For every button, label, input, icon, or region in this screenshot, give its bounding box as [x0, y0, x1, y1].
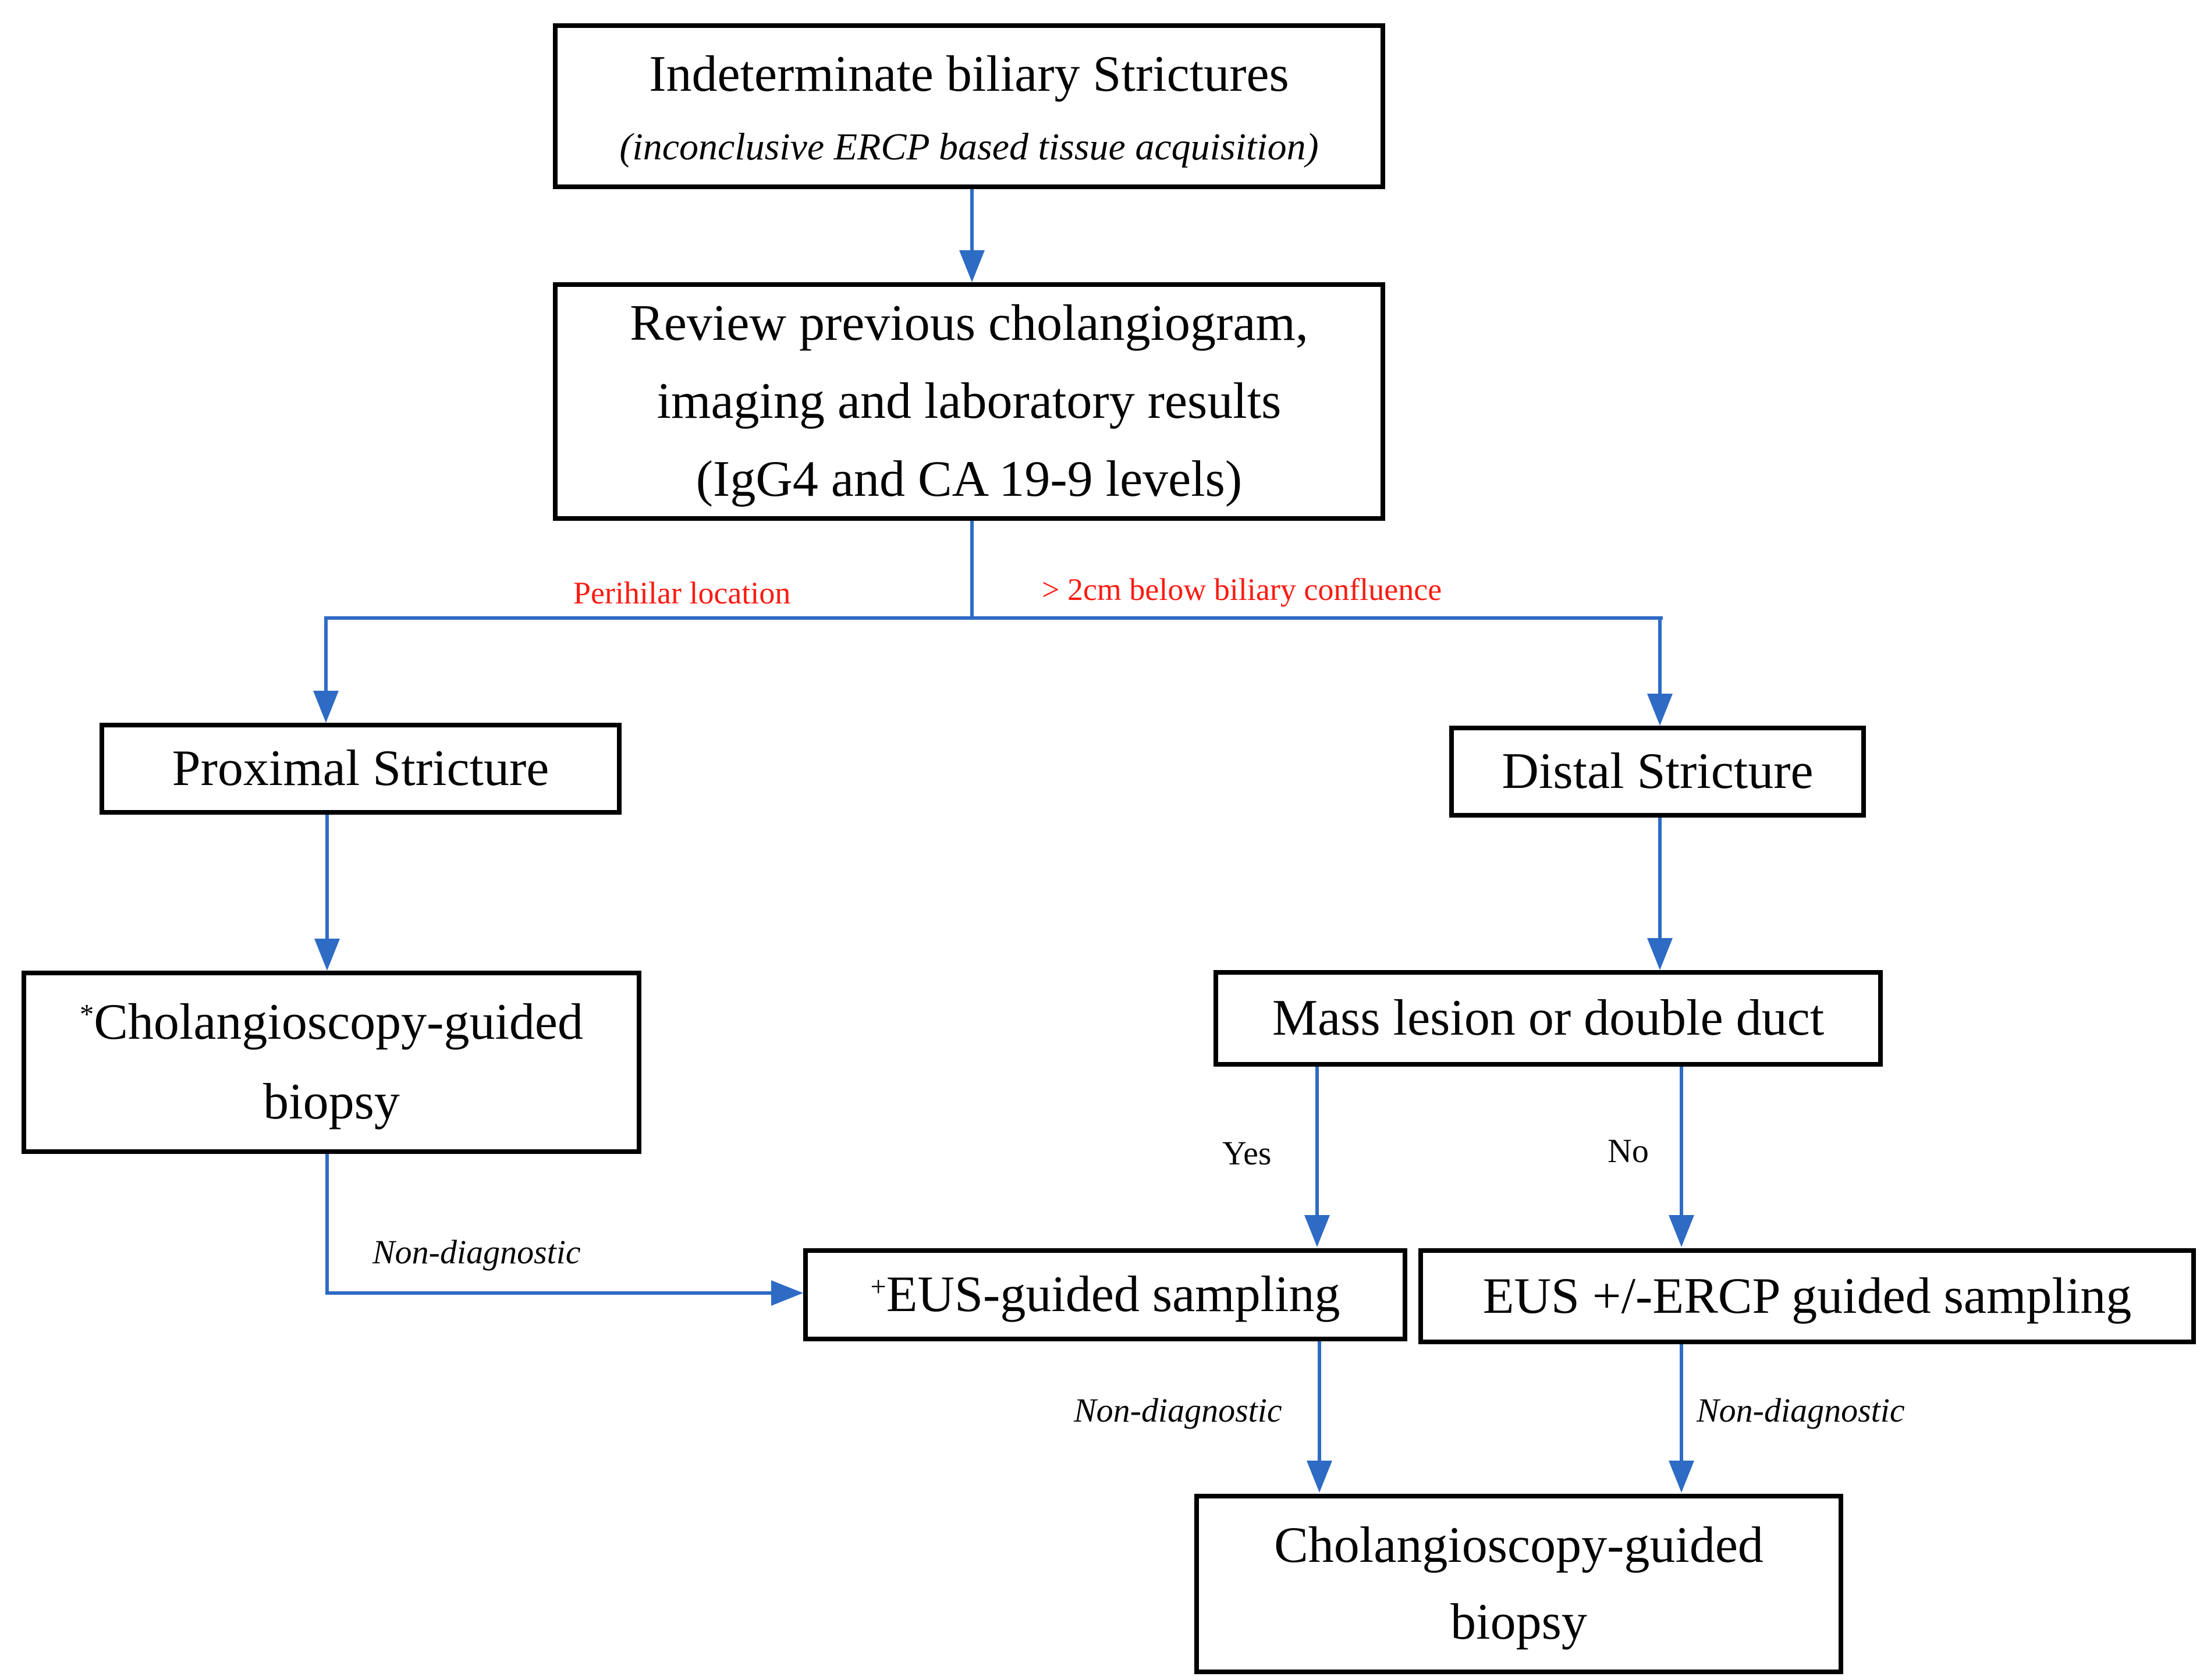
edge-biopsy-elbow-vertical — [325, 1154, 329, 1295]
biopsy-left-line1: *Cholangioscopy-guided — [80, 994, 583, 1051]
arrowhead-down-icon — [1647, 694, 1673, 726]
node-review-previous-results: Review previous cholangiogram, imaging a… — [553, 282, 1385, 521]
edge-mass-yes — [1315, 1067, 1319, 1215]
edge-ercp-to-bottom-biopsy — [1680, 1344, 1683, 1462]
arrowhead-down-icon — [1307, 1461, 1332, 1493]
node-title: Indeterminate biliary Strictures — [649, 45, 1289, 102]
review-line3: (IgG4 and CA 19-9 levels) — [696, 450, 1243, 507]
edge-indeterminate-to-review — [970, 189, 974, 252]
edge-label-no: No — [1608, 1132, 1649, 1170]
proximal-label: Proximal Stricture — [172, 740, 549, 797]
node-mass-lesion-or-double-duct: Mass lesion or double duct — [1213, 970, 1883, 1067]
edge-label-yes: Yes — [1222, 1134, 1272, 1172]
edge-branch-to-distal — [1658, 616, 1662, 695]
asterisk-superscript: * — [80, 999, 94, 1030]
biopsy-bottom-line1: Cholangioscopy-guided — [1274, 1517, 1763, 1574]
plus-superscript: + — [870, 1271, 886, 1302]
node-cholangioscopy-guided-biopsy-left: *Cholangioscopy-guided biopsy — [22, 971, 641, 1154]
biopsy-left-line2: biopsy — [263, 1073, 400, 1130]
edge-distal-to-mass — [1658, 818, 1662, 941]
edge-eus-to-bottom-biopsy — [1318, 1341, 1321, 1462]
edge-label-non-diagnostic-left: Non-diagnostic — [372, 1233, 581, 1271]
node-indeterminate-biliary-strictures: Indeterminate biliary Strictures (inconc… — [553, 23, 1385, 189]
review-line1: Review previous cholangiogram, — [630, 295, 1308, 352]
arrowhead-down-icon — [959, 250, 985, 282]
mass-lesion-label: Mass lesion or double duct — [1272, 990, 1825, 1047]
arrowhead-right-icon — [771, 1280, 803, 1306]
edge-mass-no — [1680, 1067, 1683, 1215]
edge-biopsy-elbow-horizontal — [325, 1291, 773, 1295]
edge-proximal-to-biopsy — [325, 815, 329, 940]
arrowhead-down-icon — [1647, 938, 1673, 970]
branch-label-below-confluence: > 2cm below biliary confluence — [1042, 572, 1442, 607]
arrowhead-down-icon — [1669, 1215, 1694, 1247]
node-subtitle: (inconclusive ERCP based tissue acquisit… — [619, 126, 1319, 169]
eus-label-wrap: +EUS-guided sampling — [870, 1266, 1340, 1323]
review-line2: imaging and laboratory results — [657, 373, 1282, 430]
node-proximal-stricture: Proximal Stricture — [100, 723, 622, 815]
edge-branch-to-proximal — [324, 616, 328, 692]
arrowhead-down-icon — [314, 939, 340, 971]
node-distal-stricture: Distal Stricture — [1449, 726, 1866, 818]
node-eus-guided-sampling: +EUS-guided sampling — [803, 1248, 1407, 1341]
distal-label: Distal Stricture — [1502, 743, 1814, 800]
arrowhead-down-icon — [1304, 1215, 1330, 1247]
eus-ercp-label: EUS +/-ERCP guided sampling — [1482, 1267, 2132, 1324]
node-eus-ercp-guided-sampling: EUS +/-ERCP guided sampling — [1418, 1248, 2196, 1344]
edge-label-non-diagnostic-right: Non-diagnostic — [1697, 1391, 1905, 1429]
arrowhead-down-icon — [313, 691, 339, 723]
biopsy-bottom-line2: biopsy — [1450, 1594, 1587, 1650]
node-cholangioscopy-guided-biopsy-bottom: Cholangioscopy-guided biopsy — [1194, 1494, 1843, 1674]
edge-branch-horizontal — [324, 616, 1663, 620]
edge-review-stem — [970, 521, 974, 620]
branch-label-perihilar: Perihilar location — [573, 576, 791, 610]
edge-label-non-diagnostic-mid: Non-diagnostic — [1074, 1391, 1282, 1429]
arrowhead-down-icon — [1669, 1461, 1694, 1493]
